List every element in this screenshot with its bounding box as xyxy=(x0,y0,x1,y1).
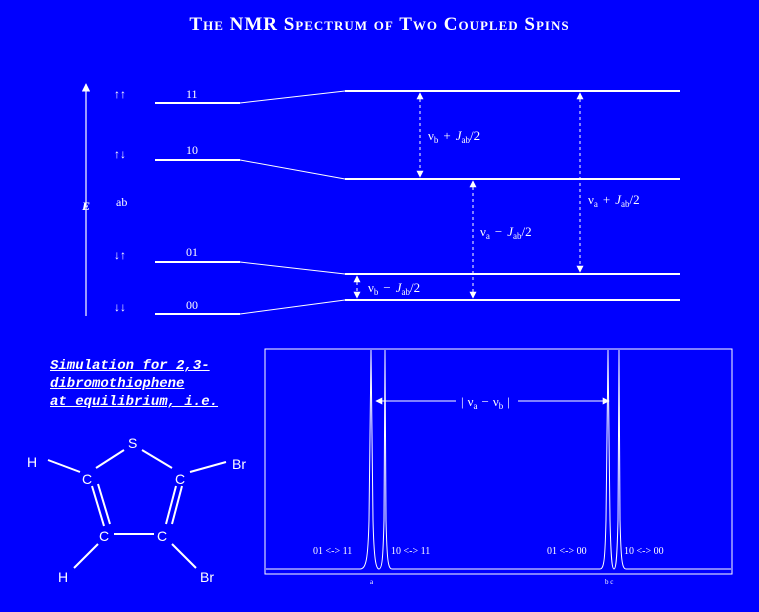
level-code-10: 10 xyxy=(186,143,198,157)
atom-c-bottom-right: C xyxy=(157,528,167,544)
peak-label-10-11: 10 <-> 11 xyxy=(391,546,430,557)
thiophene-molecule: S C C C C H H Br Br xyxy=(27,435,246,585)
atom-c-left: C xyxy=(82,471,92,487)
caption-line-3: at equilibrium, i.e. xyxy=(50,394,219,410)
spectrum-trace xyxy=(266,349,731,570)
transition-label-nu-b-minus: νb−Jab/2 xyxy=(368,280,420,297)
transition-label-nu-b-plus: νb+Jab/2 xyxy=(428,128,480,145)
caption-line-1: Simulation for 2,3- xyxy=(50,358,210,374)
separation-label: |νa−νb| xyxy=(461,394,510,411)
energy-axis-label: E xyxy=(81,199,90,213)
level-code-11: 11 xyxy=(186,87,198,101)
axis-label-a: a xyxy=(370,578,374,586)
atom-h-top: H xyxy=(27,454,37,470)
level-arrows-00: ↓↓ xyxy=(114,300,126,314)
spectrum-frame xyxy=(264,348,733,575)
column-label-ab: ab xyxy=(116,195,127,209)
peak-label-10-00: 10 <-> 00 xyxy=(624,546,664,557)
level-code-00: 00 xyxy=(186,298,198,312)
atom-s: S xyxy=(128,435,137,451)
axis-label-bc: b c xyxy=(605,578,613,586)
atom-br-top: Br xyxy=(232,456,246,472)
peak-label-01-11: 01 <-> 11 xyxy=(313,546,352,557)
atom-c-bottom-left: C xyxy=(99,528,109,544)
uncoupled-levels xyxy=(155,102,240,315)
page-title: The NMR Spectrum of Two Coupled Spins xyxy=(189,14,570,35)
peak-label-01-00: 01 <-> 00 xyxy=(547,546,587,557)
atom-c-right: C xyxy=(175,471,185,487)
level-connectors xyxy=(239,90,346,315)
atom-h-bottom: H xyxy=(58,569,68,585)
simulation-caption: Simulation for 2,3- dibromothiophene at … xyxy=(50,357,240,411)
level-arrows-01: ↓↑ xyxy=(114,248,126,262)
caption-line-2: dibromothiophene xyxy=(50,376,185,392)
atom-br-bottom: Br xyxy=(200,569,214,585)
coupled-levels xyxy=(345,90,680,301)
level-code-01: 01 xyxy=(186,245,198,259)
transition-label-nu-a-plus: νa+Jab/2 xyxy=(588,192,640,209)
level-arrows-10: ↑↓ xyxy=(114,147,126,161)
transition-label-nu-a-minus: νa−Jab/2 xyxy=(480,224,532,241)
level-arrows-11: ↑↑ xyxy=(114,87,126,101)
